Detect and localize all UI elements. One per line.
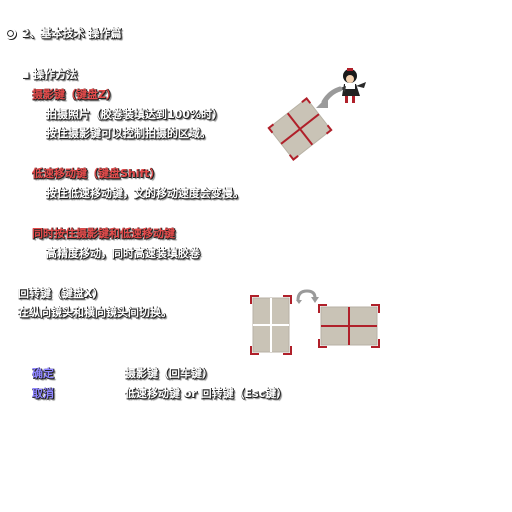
both-keys-title: 同时按住摄影键和低速移动键 xyxy=(32,227,175,240)
section-title: 2、基本技术 操作篇 xyxy=(22,27,122,40)
confirm-value: 摄影键（回车键） xyxy=(125,367,213,380)
shoot-key-line1: 拍摄照片（胶卷装填达到100%时） xyxy=(46,108,223,121)
camera-frame-horizontal-icon xyxy=(318,304,380,348)
slow-key-title: 低速移动键（键盘Shift） xyxy=(32,167,161,180)
shoot-key-line2: 按住摄影键可以控制拍摄的区域。 xyxy=(46,127,211,140)
arrow-down-left-icon xyxy=(316,86,343,108)
slow-key-line1: 按住低速移动键，文的移动速度会变慢。 xyxy=(46,187,244,200)
cancel-value: 低速移动键 or 回转键（Esc键） xyxy=(125,387,288,400)
cancel-label: 取消 xyxy=(32,387,54,400)
rotate-arrow-icon xyxy=(296,289,319,304)
operation-heading: ▪ 操作方法 xyxy=(22,68,78,81)
rotate-key-title: 回转键（键盘X） xyxy=(18,287,104,300)
rotate-key-line1: 在纵向镜头和横向镜头间切换。 xyxy=(18,306,172,319)
camera-frame-tilted-icon xyxy=(267,97,333,161)
camera-frame-vertical-icon xyxy=(250,295,292,355)
character-sprite-icon xyxy=(340,68,366,103)
shoot-key-title: 摄影键（键盘Z） xyxy=(32,88,117,101)
confirm-label: 确定 xyxy=(32,367,54,380)
both-keys-line1: 高精度移动，同时高速装填胶卷 xyxy=(46,247,200,260)
section-bullet-icon xyxy=(5,28,16,39)
